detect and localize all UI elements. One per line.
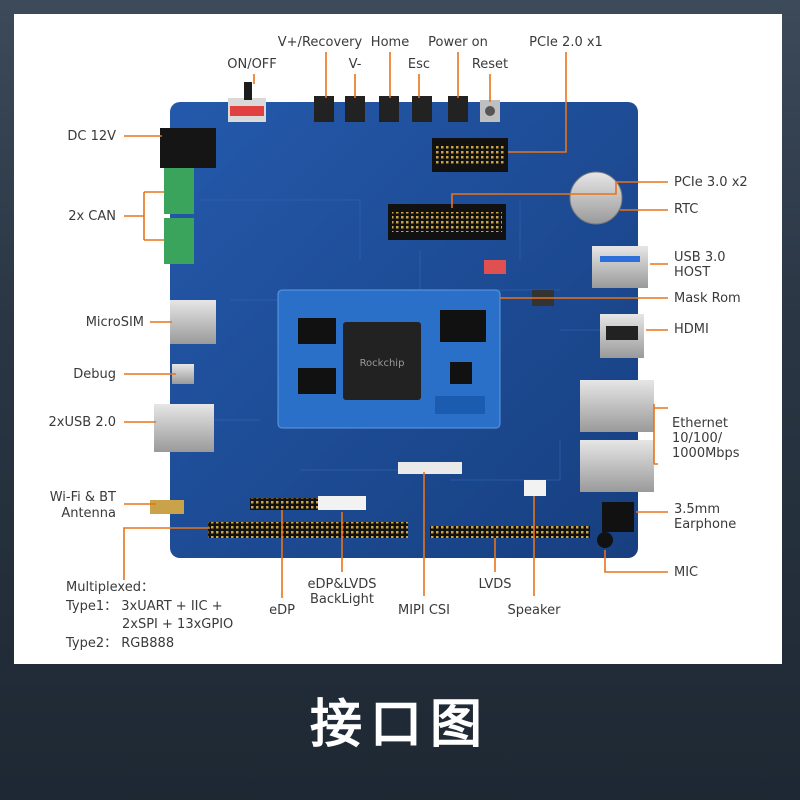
- antenna-connector: [150, 500, 184, 514]
- debug-port: [172, 364, 194, 384]
- label-earphone-2: Earphone: [674, 517, 737, 532]
- label-power-on: Power on: [428, 35, 488, 50]
- label-v-minus: V-: [348, 57, 362, 72]
- soc-chip: [343, 322, 421, 400]
- pmic-chip: [450, 362, 472, 384]
- label-mipi-csi: MIPI CSI: [397, 603, 451, 618]
- earphone-jack: [602, 502, 634, 532]
- emmc-chip: [440, 310, 486, 342]
- label-usb30-2: HOST: [674, 265, 711, 280]
- label-mux-title: Multiplexed：: [66, 580, 154, 595]
- label-wifi-bt-1: Wi-Fi & BT: [49, 490, 116, 505]
- label-ethernet-3: 1000Mbps: [672, 446, 740, 461]
- top-buttons: [314, 96, 500, 122]
- footer-title: 接口图: [309, 695, 490, 755]
- label-pcie30: PCIe 3.0 x2: [674, 175, 748, 190]
- label-mic: MIC: [674, 565, 699, 580]
- ethernet-port-1: [580, 380, 654, 432]
- svg-text:Rockchip: Rockchip: [360, 358, 405, 369]
- label-edp: eDP: [269, 603, 295, 618]
- microsim-slot: [170, 300, 216, 344]
- label-ethernet-1: Ethernet: [672, 416, 728, 431]
- label-on-off: ON/OFF: [227, 57, 277, 72]
- label-usb20: 2xUSB 2.0: [48, 415, 116, 430]
- label-v-recovery: V+/Recovery: [277, 35, 363, 50]
- label-pcie20: PCIe 2.0 x1: [529, 35, 603, 50]
- gpio-header: [208, 522, 408, 538]
- usb30-port: [592, 246, 648, 288]
- dc-jack: [160, 128, 216, 168]
- label-dc12v: DC 12V: [67, 129, 116, 144]
- label-mask-rom: Mask Rom: [674, 291, 741, 306]
- label-mux-type1-1: Type1： 3xUART + IIC +: [66, 599, 223, 614]
- label-reset: Reset: [471, 57, 509, 72]
- mic: [597, 532, 613, 548]
- edp-header: [250, 498, 318, 510]
- ethernet-port-2: [580, 440, 654, 492]
- label-debug: Debug: [73, 367, 116, 382]
- ram-chip-1: [298, 318, 336, 344]
- can-terminal-1: [164, 168, 194, 214]
- speaker-connector: [524, 480, 546, 496]
- label-home: Home: [370, 35, 410, 50]
- label-can: 2x CAN: [68, 209, 116, 224]
- label-esc: Esc: [407, 57, 431, 72]
- label-lvds: LVDS: [478, 577, 512, 592]
- label-earphone-1: 3.5mm: [674, 502, 721, 517]
- leader-lines: [123, 52, 668, 598]
- label-ethernet-2: 10/100/: [672, 431, 723, 446]
- ram-chip-2: [298, 368, 336, 394]
- mipi-connector: [398, 462, 462, 474]
- can-terminal-2: [164, 218, 194, 264]
- label-rtc: RTC: [674, 202, 699, 217]
- label-wifi-bt-2: Antenna: [61, 506, 116, 521]
- label-usb30-1: USB 3.0: [674, 250, 726, 265]
- label-edp-lvds-2: BackLight: [309, 592, 375, 607]
- mask-rom-switch: [484, 260, 506, 274]
- rtc-battery: [569, 171, 623, 225]
- label-speaker: Speaker: [507, 603, 561, 618]
- label-hdmi: HDMI: [674, 322, 709, 337]
- label-microsim: MicroSIM: [85, 315, 144, 330]
- usb20-port: [154, 404, 214, 452]
- label-edp-lvds-1: eDP&LVDS: [307, 577, 377, 592]
- label-mux-type1-2: 2xSPI + 13xGPIO: [122, 617, 234, 632]
- backlight-connector: [318, 496, 366, 510]
- label-mux-type2: Type2： RGB888: [66, 636, 175, 651]
- lvds-header: [430, 526, 590, 538]
